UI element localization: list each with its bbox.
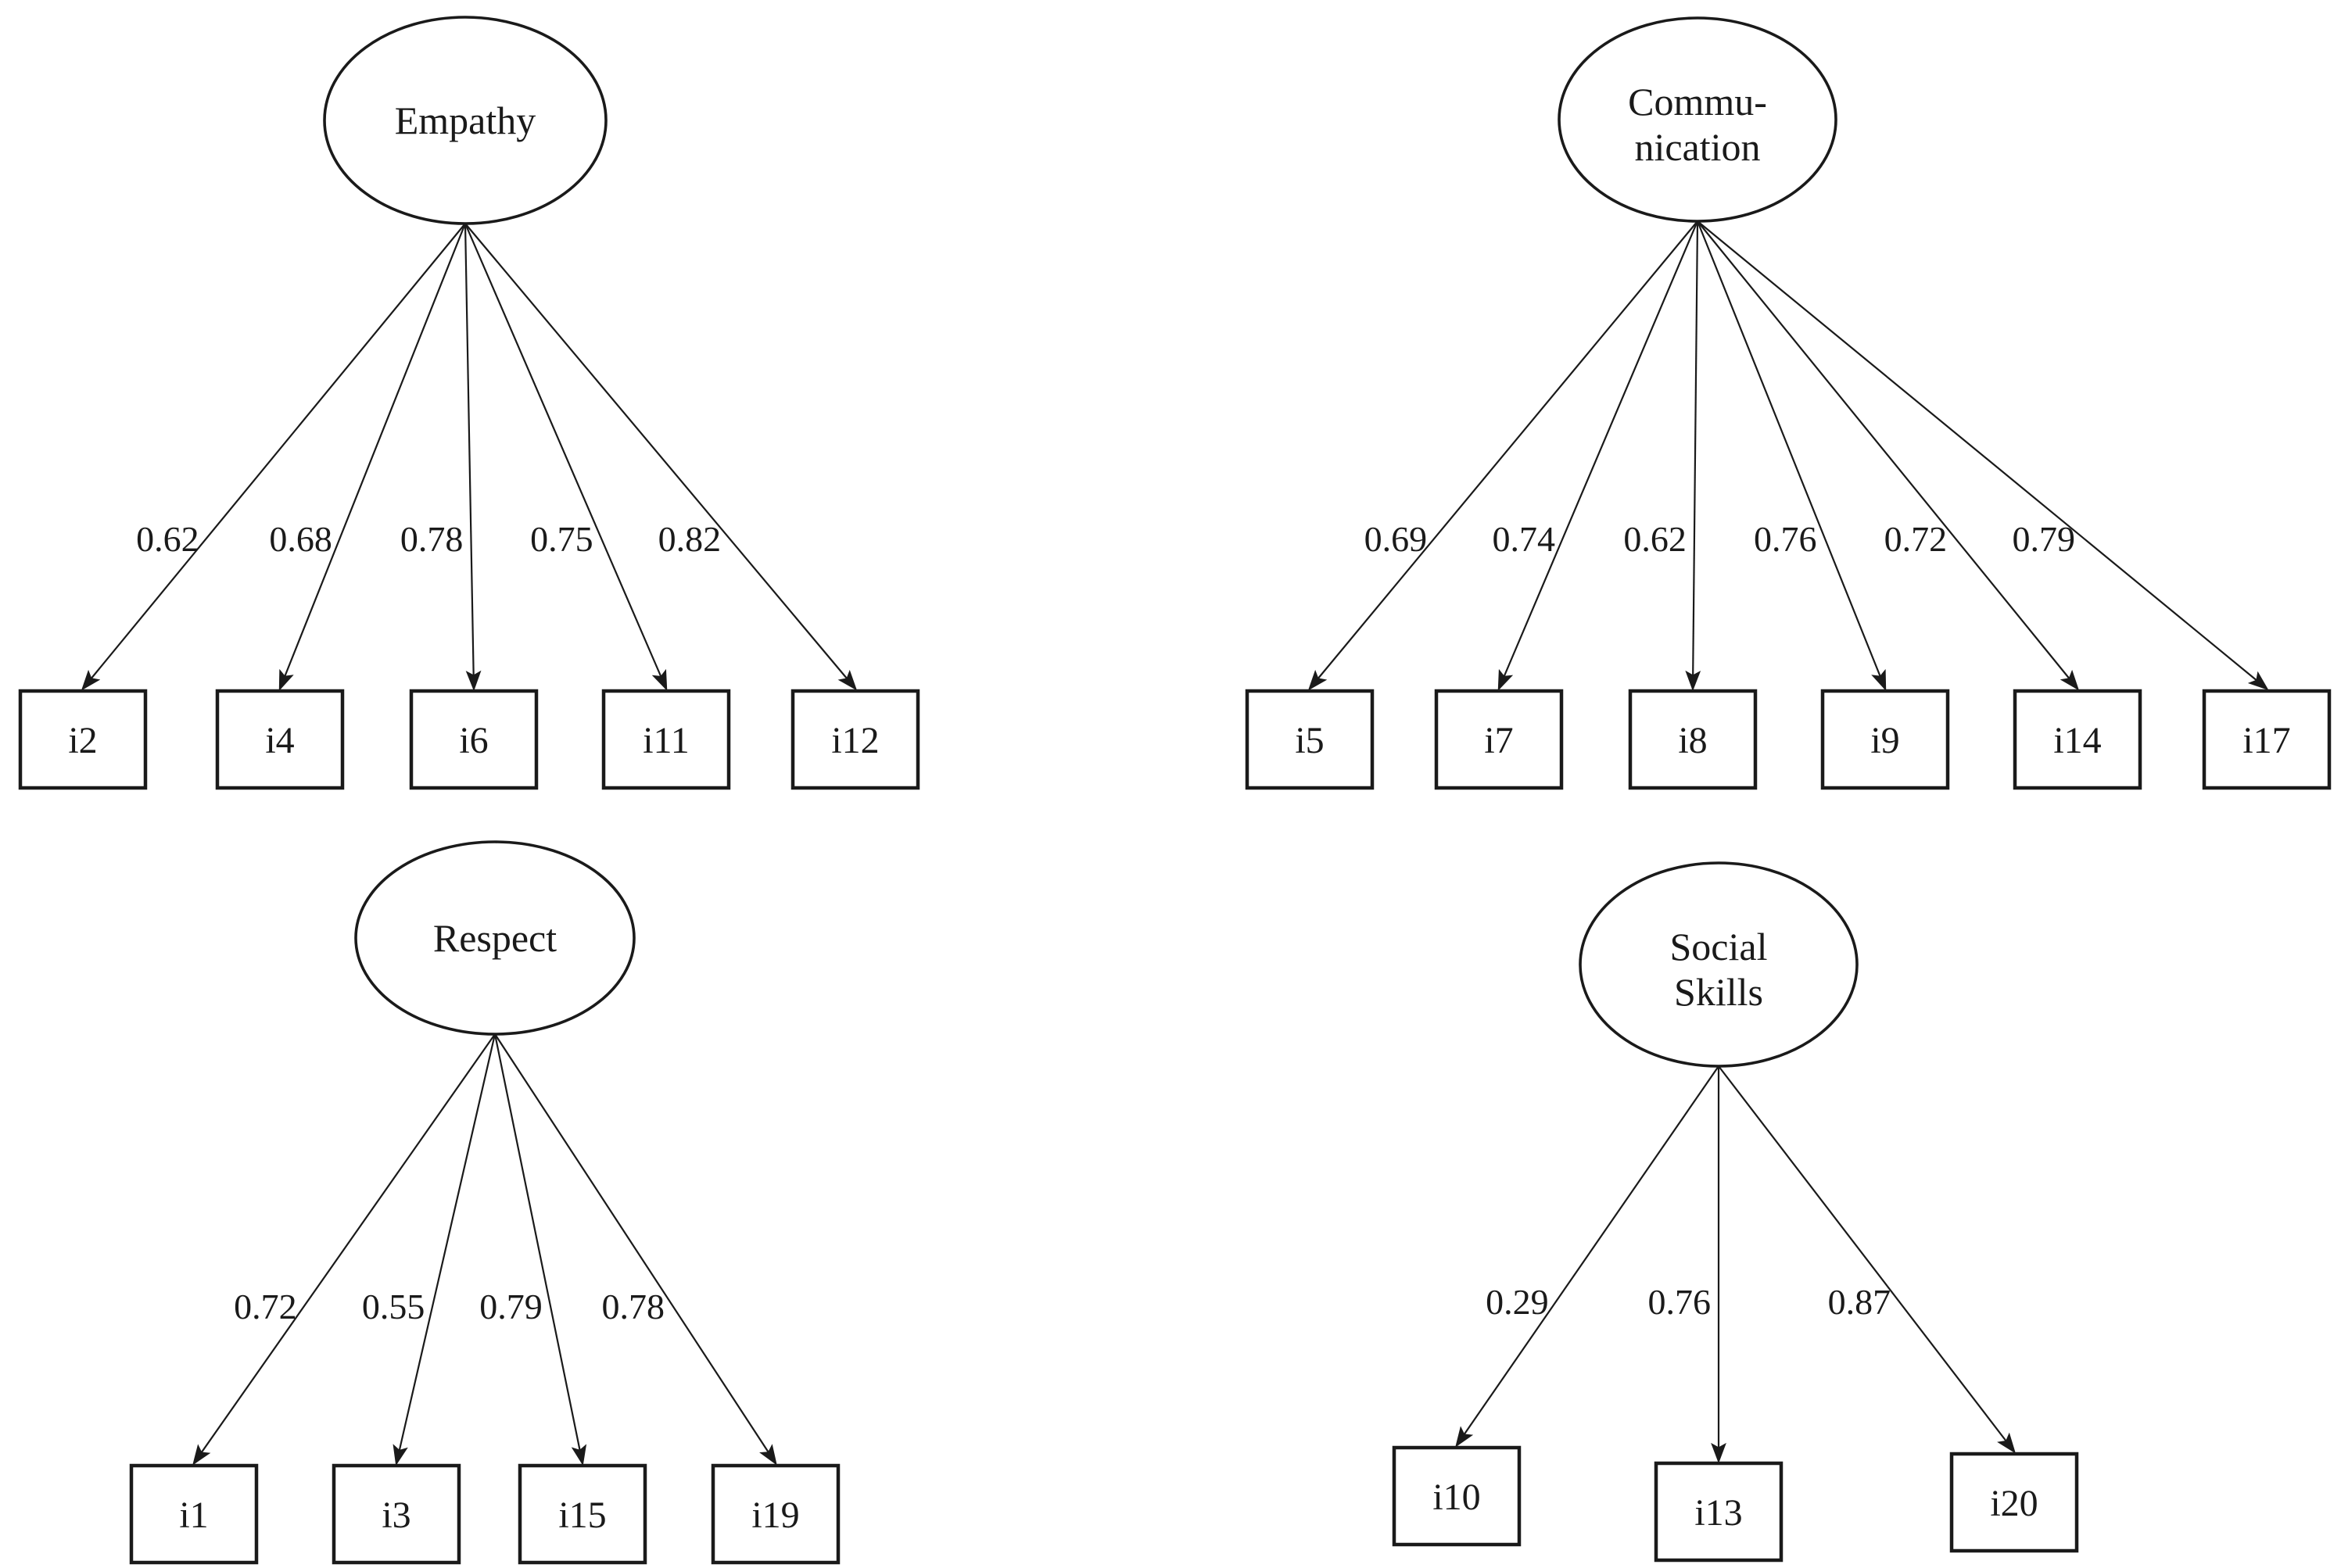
indicator-box <box>332 1463 461 1565</box>
indicator-box <box>2202 689 2332 790</box>
loading-arrow <box>393 1033 497 1466</box>
indicator-box <box>409 689 539 790</box>
indicator-label: i13 <box>1694 1492 1742 1534</box>
factor-label: Empathy <box>395 98 536 142</box>
loading-arrow <box>81 223 466 691</box>
indicator-box <box>711 1463 841 1565</box>
indicator-label: i19 <box>751 1495 799 1536</box>
indicator-box <box>1392 1445 1522 1547</box>
loading-arrow <box>1697 220 2269 691</box>
indicator-box <box>1949 1452 2079 1553</box>
loading-arrow <box>1718 1065 2017 1454</box>
indicator-label: i15 <box>558 1495 606 1536</box>
loading-arrow <box>1307 220 1698 691</box>
factor-ellipse <box>1558 16 1837 223</box>
indicator-box <box>2013 689 2142 790</box>
indicator-label: i5 <box>1295 720 1324 761</box>
indicator-label: i10 <box>1432 1477 1480 1518</box>
factor-label: Social <box>1670 925 1768 968</box>
indicator-box <box>1820 689 1950 790</box>
factor-ellipse <box>354 840 636 1036</box>
indicator-box <box>1654 1461 1784 1563</box>
loading-arrow <box>1455 1065 1719 1448</box>
indicator-label: i6 <box>459 720 488 761</box>
indicator-label: i14 <box>2053 720 2101 761</box>
indicator-label: i17 <box>2242 720 2290 761</box>
indicator-label: i7 <box>1484 720 1513 761</box>
loading-arrow <box>493 1033 587 1466</box>
indicator-box <box>18 689 148 790</box>
factor-ellipse <box>323 16 608 225</box>
factor-label: Skills <box>1674 970 1763 1014</box>
loading-value: 0.74 <box>1492 519 1555 559</box>
indicator-box <box>129 1463 259 1565</box>
loading-value: 0.69 <box>1364 519 1428 559</box>
indicator-label: i11 <box>643 720 690 761</box>
factor-label: Commu- <box>1628 80 1767 124</box>
indicator-label: i1 <box>179 1495 208 1536</box>
loading-arrow <box>192 1033 496 1466</box>
factor-group: Empathy i2 0.62 i4 0.68 i6 0.78 i11 0.75 i12 0.82 <box>18 16 920 790</box>
factor-label: nication <box>1634 125 1760 169</box>
loading-value: 0.87 <box>1828 1282 1891 1322</box>
loading-value: 0.72 <box>1884 519 1948 559</box>
factor-group: Commu-nication i5 0.69 i7 0.74 i8 0.62 i9 0.76 i1… <box>1245 16 2332 790</box>
indicator-box <box>790 689 920 790</box>
loading-value: 0.79 <box>2013 519 2076 559</box>
loading-arrow <box>1497 220 1699 692</box>
loading-value: 0.62 <box>136 519 199 559</box>
indicator-box <box>601 689 731 790</box>
indicator-box <box>1628 689 1758 790</box>
indicator-label: i12 <box>831 720 879 761</box>
loading-arrow <box>464 223 668 692</box>
indicator-label: i3 <box>382 1495 410 1536</box>
loading-arrow <box>1696 220 1887 692</box>
loading-value: 0.82 <box>658 519 722 559</box>
loading-value: 0.76 <box>1648 1282 1712 1322</box>
indicator-label: i20 <box>1990 1483 2038 1524</box>
loading-arrow <box>278 223 467 692</box>
loading-value: 0.78 <box>601 1287 665 1326</box>
indicator-box <box>1434 689 1564 790</box>
indicator-label: i2 <box>68 720 97 761</box>
indicator-box <box>1245 689 1375 790</box>
indicator-label: i8 <box>1678 720 1707 761</box>
loading-value: 0.55 <box>362 1287 425 1326</box>
loading-arrow <box>464 223 858 691</box>
loading-value: 0.72 <box>234 1287 297 1326</box>
loading-arrow <box>494 1033 777 1466</box>
loading-value: 0.62 <box>1623 519 1687 559</box>
indicator-label: i9 <box>1870 720 1899 761</box>
loading-arrow <box>1697 220 2080 691</box>
factor-group: Respect i1 0.72 i3 0.55 i15 0.79 i19 0.78 <box>129 840 841 1565</box>
loading-arrow <box>464 223 482 692</box>
loading-value: 0.29 <box>1486 1282 1549 1322</box>
loading-value: 0.68 <box>269 519 332 559</box>
loading-value: 0.78 <box>400 519 464 559</box>
factor-label: Respect <box>433 916 557 960</box>
indicator-box <box>518 1463 647 1565</box>
factor-ellipse <box>1579 861 1859 1068</box>
loading-value: 0.76 <box>1754 519 1817 559</box>
indicator-label: i4 <box>265 720 294 761</box>
loading-value: 0.79 <box>479 1287 543 1326</box>
indicator-box <box>215 689 345 790</box>
loading-value: 0.75 <box>530 519 593 559</box>
loading-arrow <box>1685 220 1701 692</box>
